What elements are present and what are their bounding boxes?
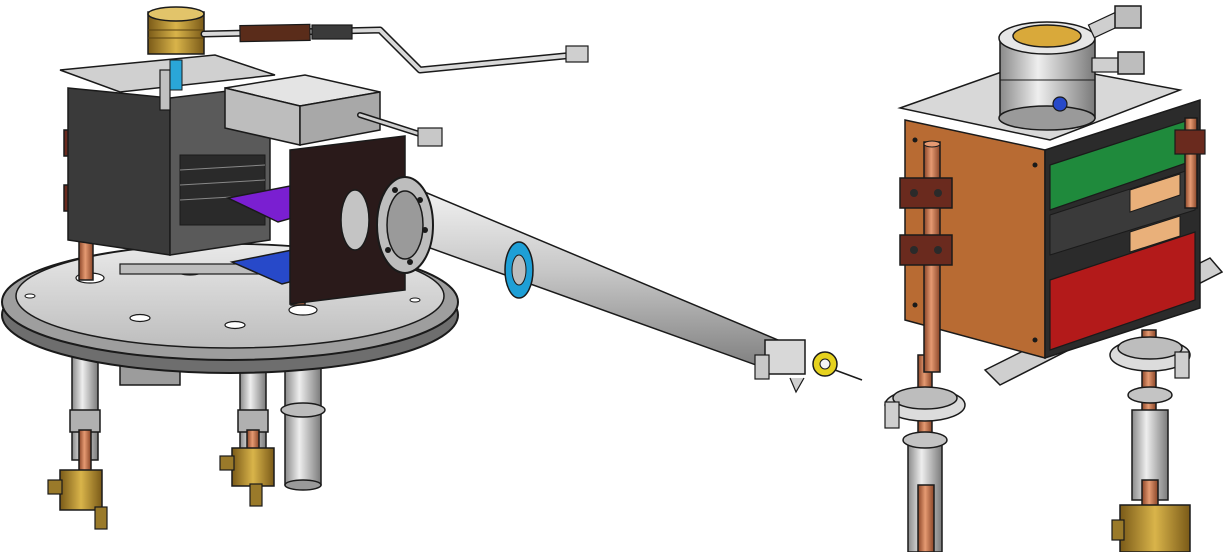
heat-exchanger-cap	[998, 5, 1145, 131]
tablet-heater	[147, 6, 205, 111]
valve-body-right	[1111, 504, 1191, 552]
right-assembly	[884, 5, 1223, 552]
left-assembly	[1, 6, 863, 530]
transfer-tube-rod	[340, 176, 863, 394]
right-ingot	[224, 74, 443, 147]
clamp-left	[884, 386, 966, 449]
valve-body-left-2	[219, 447, 275, 507]
valve-body-left-1	[47, 469, 108, 530]
left-legs	[69, 339, 326, 491]
copper-pillar	[899, 140, 953, 373]
clamp-right	[1109, 336, 1191, 404]
